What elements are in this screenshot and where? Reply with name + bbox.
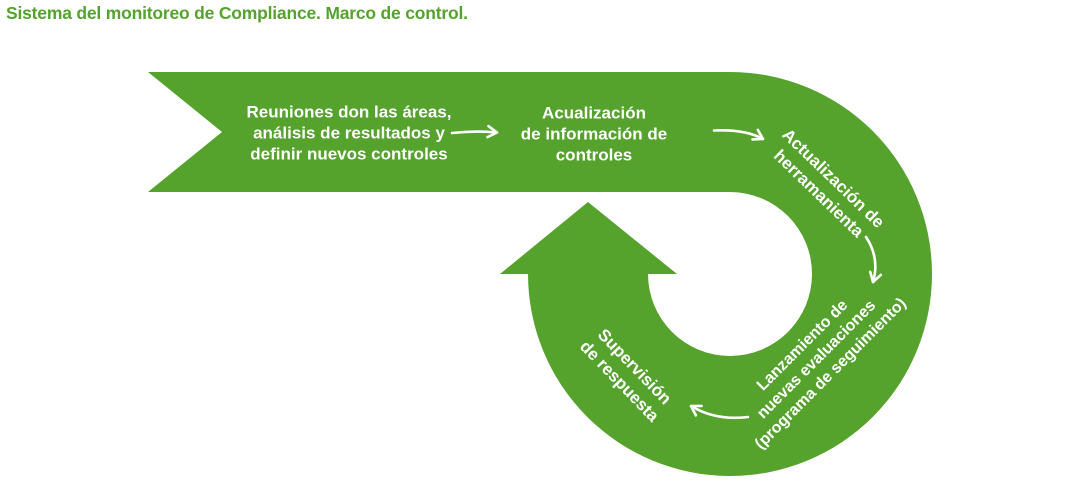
step-line: análisis de resultados y — [253, 123, 445, 143]
step-reuniones-label: Reuniones don las áreas, análisis de res… — [246, 102, 451, 165]
flow-arrow-curve-down-icon — [864, 235, 883, 284]
flow-arrow-curve-right-icon — [712, 128, 765, 141]
page-title: Sistema del monitoreo de Compliance. Mar… — [6, 3, 468, 23]
step-line: Reuniones don las áreas, — [246, 102, 452, 122]
flow-arrow-right-icon — [450, 124, 499, 139]
step-line: Acualización — [542, 103, 646, 123]
flow-arrow-curve-left-icon — [689, 404, 750, 420]
step-line: de información de — [520, 124, 668, 144]
step-actualizacion-informacion-label: Acualización de información de controles — [521, 103, 667, 166]
step-line: controles — [555, 145, 633, 165]
cycle-arrow-shape — [148, 72, 932, 476]
step-line: definir nuevos controles — [250, 144, 448, 164]
